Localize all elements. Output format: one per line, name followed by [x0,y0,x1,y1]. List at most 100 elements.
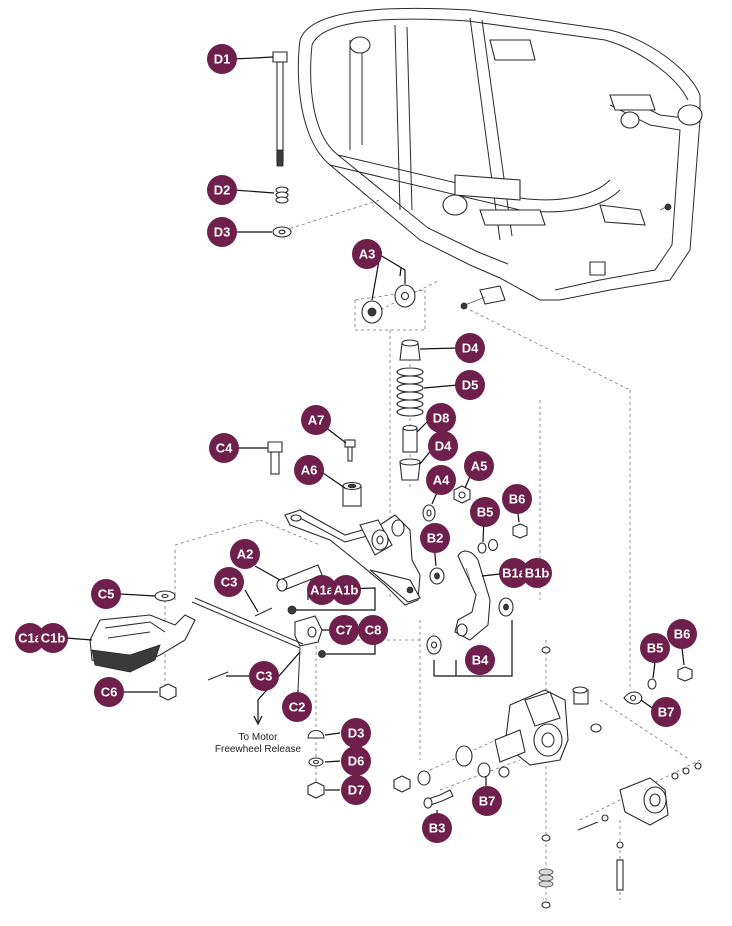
label-b1a: B1a [499,558,529,588]
label-d7: D7 [341,775,371,805]
part-a5-nut [453,485,471,504]
label-c1a: C1a [15,623,45,653]
label-b1b: B1b [522,558,552,588]
svg-text:B6: B6 [674,627,691,642]
svg-text:B1b: B1b [525,566,550,581]
label-b5-top: B5 [470,497,500,527]
label-d8: D8 [426,403,456,433]
svg-text:B3: B3 [429,821,446,836]
svg-text:C2: C2 [289,700,306,715]
part-d5-spring [396,367,424,417]
part-d4-bumper-bottom [399,458,421,481]
part-c4-bolt [267,441,283,475]
svg-text:C6: C6 [101,685,118,700]
label-a6: A6 [294,455,324,485]
label-a1b: A1b [331,575,361,605]
label-c2: C2 [282,692,312,722]
svg-text:D8: D8 [433,411,450,426]
svg-text:D6: D6 [348,754,365,769]
label-a1a: A1a [307,575,337,605]
label-d3-bottom: D3 [341,718,371,748]
label-d1: D1 [207,44,237,74]
label-c4: C4 [209,433,239,463]
label-d5: D5 [455,370,485,400]
svg-text:A1a: A1a [310,583,335,598]
label-d2: D2 [207,175,237,205]
part-a7-screw [344,439,356,462]
label-a2: A2 [230,539,260,569]
label-b4: B4 [465,645,495,675]
note-line-1: To Motor [239,732,279,743]
motor-release-note: To Motor Freewheel Release [215,732,302,755]
svg-text:B4: B4 [472,653,489,668]
part-d8-sleeve [402,424,418,453]
part-b2-washer [429,567,445,585]
part-b1-arm [454,550,491,641]
svg-text:B1a: B1a [502,566,527,581]
svg-text:D3: D3 [214,225,231,240]
svg-text:D3: D3 [348,726,365,741]
part-d4-bumper-top [399,339,421,361]
label-c3-lower: C3 [249,661,279,691]
part-c1-pedal [89,614,196,673]
label-c8: C8 [358,615,388,645]
label-a4: A4 [426,465,456,495]
svg-text:D1: D1 [214,52,231,67]
svg-text:A7: A7 [308,413,325,428]
label-d4-bottom: D4 [428,431,458,461]
part-a1-bracket [284,509,421,606]
svg-text:B7: B7 [658,705,675,720]
svg-text:A4: A4 [433,473,450,488]
svg-text:D5: D5 [462,378,479,393]
part-c7-c8-block [287,605,326,658]
svg-text:D2: D2 [214,183,231,198]
part-b5-b6-b7-right [623,666,693,705]
part-d1-bolt [272,51,288,167]
label-b7-bottom: B7 [472,786,502,816]
part-a6-spacer [342,481,362,507]
part-c2-rod [191,597,304,691]
label-a7: A7 [301,405,331,435]
label-d4-top: D4 [455,333,485,363]
part-b4-washers [426,597,514,655]
label-b6-top: B6 [502,484,532,514]
part-a4-washer [422,504,436,522]
part-d3-d6-d7-stack [307,729,325,799]
svg-text:C5: C5 [98,587,115,602]
svg-text:C3: C3 [221,575,238,590]
svg-text:C3: C3 [256,669,273,684]
label-c1b: C1b [38,623,68,653]
label-a5: A5 [464,451,494,481]
svg-text:B6: B6 [509,492,526,507]
svg-text:A2: A2 [237,547,254,562]
svg-text:C4: C4 [216,441,233,456]
svg-text:C1a: C1a [18,631,43,646]
label-b6-right: B6 [667,619,697,649]
label-b2: B2 [420,523,450,553]
svg-text:B2: B2 [427,531,444,546]
label-c7: C7 [329,615,359,645]
svg-text:A3: A3 [359,247,376,262]
svg-text:C8: C8 [365,623,382,638]
svg-text:A6: A6 [301,463,318,478]
svg-text:B7: B7 [479,794,496,809]
svg-text:A5: A5 [471,459,488,474]
label-c6: C6 [94,677,124,707]
part-c5-washer [154,590,176,602]
lower-assembly [393,646,702,909]
part-b5-b6-upper [477,523,528,554]
label-d3-top: D3 [207,217,237,247]
frame-drawing [297,7,703,310]
label-b3: B3 [422,813,452,843]
svg-text:A1b: A1b [334,583,359,598]
note-line-2: Freewheel Release [215,744,302,755]
svg-text:D4: D4 [462,341,479,356]
label-d6: D6 [341,746,371,776]
svg-text:C7: C7 [336,623,353,638]
svg-text:C1b: C1b [41,631,66,646]
svg-text:B5: B5 [477,505,494,520]
label-c3-upper: C3 [214,567,244,597]
label-b7-right: B7 [651,697,681,727]
label-a3: A3 [352,239,382,269]
